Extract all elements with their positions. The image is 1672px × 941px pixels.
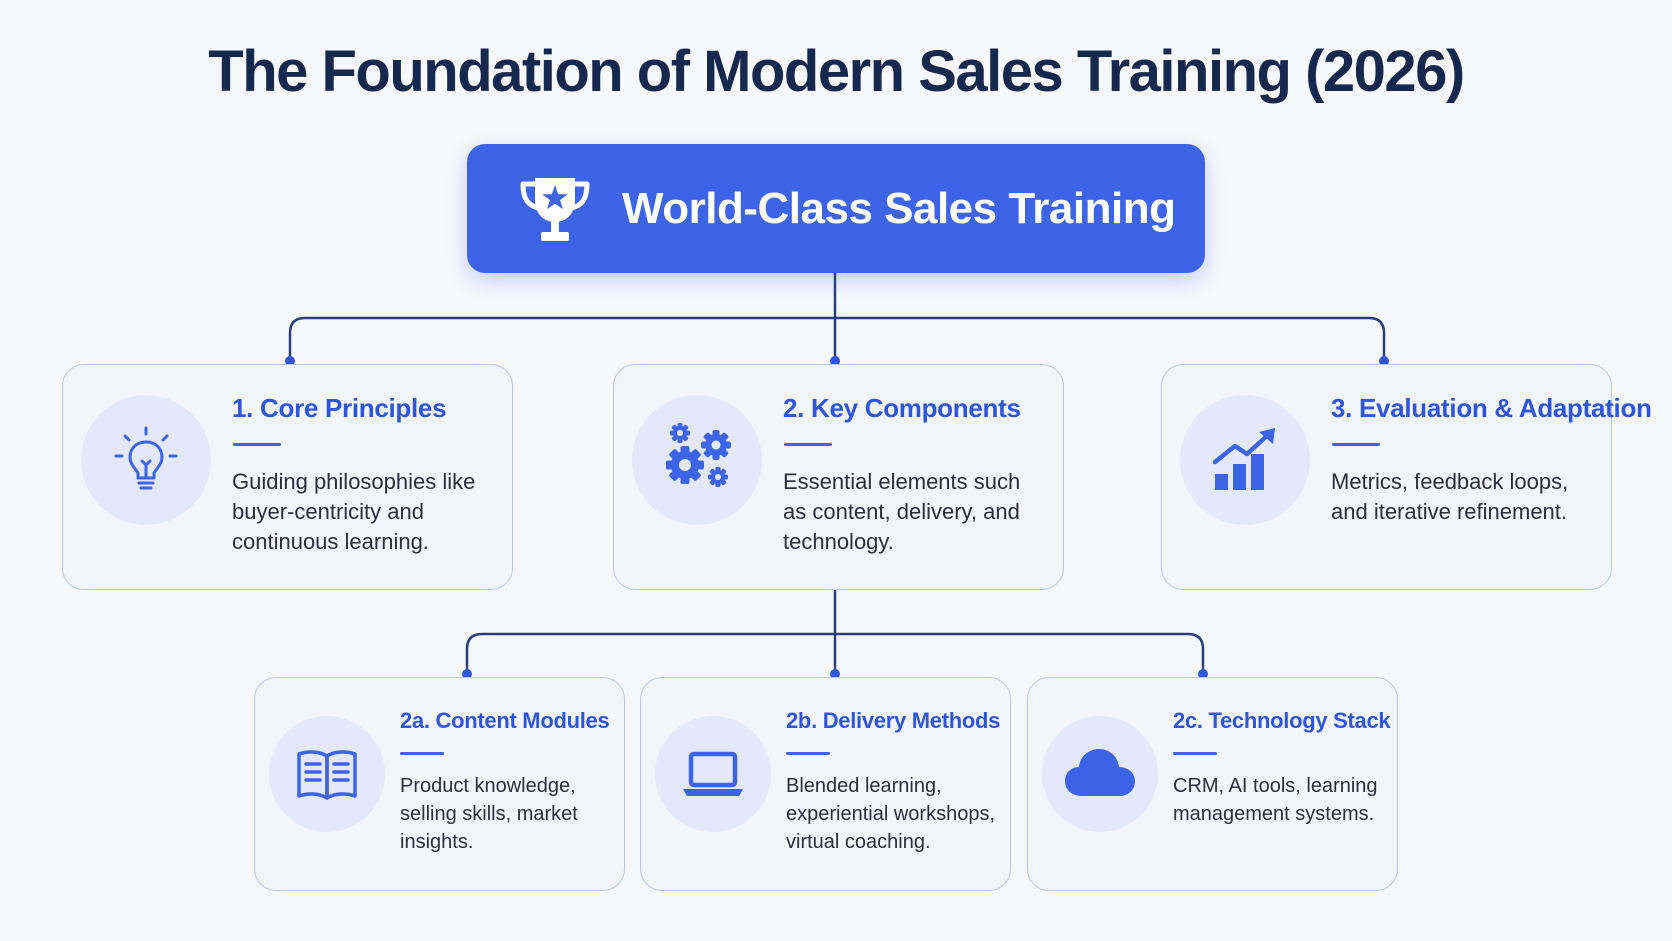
component-card-technology-stack: 2c. Technology Stack CRM, AI tools, lear… <box>1027 677 1398 891</box>
open-book-icon <box>297 750 357 800</box>
connector-dot-component-b <box>830 669 840 679</box>
growth-chart-icon <box>1212 428 1275 490</box>
card-title: 3. Evaluation & Adaptation <box>1331 393 1652 423</box>
connector-left-sub-branch <box>465 632 835 672</box>
connector-dot-pillar-2 <box>830 356 840 366</box>
icon-badge <box>81 395 211 525</box>
title-underline <box>1332 443 1380 446</box>
gears-icon <box>666 423 731 487</box>
card-description: Guiding philosophies like buyer-centrici… <box>232 469 476 554</box>
connector-dot-component-a <box>462 669 472 679</box>
connector-left-branch <box>288 316 835 360</box>
connector-right-branch <box>835 316 1386 360</box>
icon-badge <box>655 716 771 832</box>
card-description: Product knowledge, selling skills, marke… <box>400 775 578 853</box>
title-underline <box>786 752 830 755</box>
page-title: The Foundation of Modern Sales Training … <box>208 39 1465 104</box>
card-title: 2c. Technology Stack <box>1173 708 1391 733</box>
card-title: 1. Core Principles <box>232 393 447 423</box>
title-underline <box>233 443 281 446</box>
component-card-delivery-methods: 2b. Delivery Methods Blended learning, e… <box>640 677 1011 891</box>
connector-dot-pillar-3 <box>1379 356 1389 366</box>
card-title: 2b. Delivery Methods <box>786 708 1001 733</box>
icon-badge <box>1180 395 1310 525</box>
connector-dot-component-c <box>1198 669 1208 679</box>
pillar-card-evaluation-adaptation: 3. Evaluation & Adaptation Metrics, feed… <box>1161 364 1652 590</box>
icon-badge <box>269 716 385 832</box>
pillar-card-key-components: 2. Key Components Essential elements suc… <box>613 364 1064 590</box>
card-description: Blended learning, experiential workshops… <box>786 775 995 853</box>
root-label: World-Class Sales Training <box>622 184 1176 233</box>
lightbulb-icon <box>114 426 178 490</box>
title-underline <box>1173 752 1217 755</box>
laptop-icon <box>683 751 743 796</box>
title-underline <box>400 752 444 755</box>
component-card-content-modules: 2a. Content Modules Product knowledge, s… <box>254 677 625 891</box>
card-description: Essential elements such as content, deli… <box>783 469 1021 554</box>
title-underline <box>784 443 832 446</box>
icon-badge <box>632 395 762 525</box>
connector-right-sub-branch <box>835 632 1205 672</box>
trophy-icon <box>520 178 590 241</box>
card-title: 2a. Content Modules <box>400 708 610 733</box>
card-description: CRM, AI tools, learning management syste… <box>1173 775 1378 825</box>
card-title: 2. Key Components <box>783 393 1021 423</box>
icon-badge <box>1042 716 1158 832</box>
connector-dot-pillar-1 <box>285 356 295 366</box>
pillar-card-core-principles: 1. Core Principles Guiding philosophies … <box>62 364 513 590</box>
card-description: Metrics, feedback loops, and iterative r… <box>1331 469 1569 524</box>
cloud-icon <box>1065 749 1135 796</box>
root-node: World-Class Sales Training <box>467 144 1205 273</box>
